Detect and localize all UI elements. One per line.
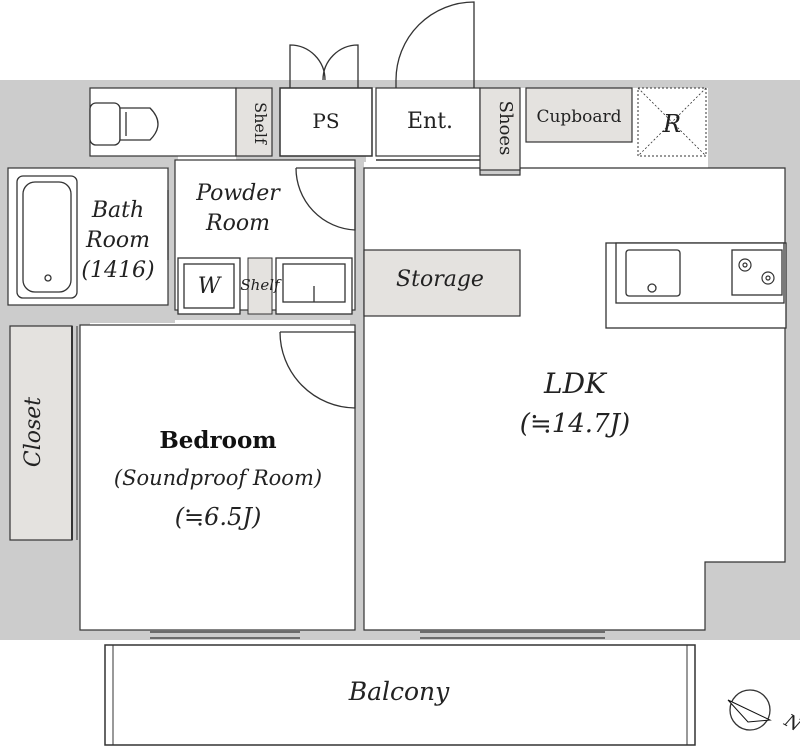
powder-room-door[interactable] [295, 167, 356, 231]
storage-label: Storage [396, 267, 484, 292]
entrance-door[interactable] [395, 1, 475, 88]
ps-door-right[interactable] [322, 44, 359, 88]
bedroom-floor [79, 324, 356, 631]
basin-icon [275, 257, 353, 315]
ps-label: PS [312, 109, 339, 133]
refrigerator-label: R [662, 110, 681, 138]
cupboard [525, 87, 633, 143]
compass-north-label: N [780, 710, 800, 737]
shelf-small-label: Shelf [240, 276, 282, 294]
windows [150, 631, 605, 639]
shoes-cabinet [479, 87, 521, 171]
shelf-top [235, 87, 273, 157]
bedroom-size: (≒6.5J) [175, 503, 262, 531]
storage [363, 249, 521, 317]
washer-icon [177, 257, 241, 315]
balcony-inner [112, 644, 688, 746]
room-floors [7, 87, 786, 631]
doors [167, 1, 475, 409]
bedroom-subtitle: (Soundproof Room) [114, 466, 322, 490]
kitchen-counter [605, 242, 787, 329]
powder-room-label-1: Powder [195, 181, 281, 206]
ldk-size: (≒14.7J) [520, 409, 630, 439]
entrance-label: Ent. [407, 109, 453, 134]
bathtub-icon [16, 175, 78, 299]
entrance [375, 87, 481, 157]
stove-burner-icon [738, 258, 775, 285]
bedroom-door[interactable] [279, 331, 356, 409]
washer-label: W [198, 274, 223, 299]
refrigerator-cross [637, 87, 707, 157]
closet [9, 325, 73, 541]
balcony-label: Balcony [348, 677, 450, 706]
shoes-label: Shoes [495, 101, 516, 156]
bath-label-2: Room [85, 228, 150, 253]
shelf-small [247, 257, 273, 315]
ldk-title: LDK [543, 367, 608, 400]
bath-label-1: Bath [91, 198, 144, 223]
powder-room-label-2: Room [205, 211, 270, 236]
bath-size-label: (1416) [81, 258, 154, 283]
bedroom-title: Bedroom [159, 427, 276, 454]
closet-label: Closet [21, 397, 46, 467]
shelf-top-label: Shelf [251, 102, 270, 145]
ps-shaft [279, 87, 373, 157]
compass-icon [727, 689, 772, 731]
toilet-icon [89, 102, 159, 146]
cupboard-label: Cupboard [536, 107, 621, 127]
